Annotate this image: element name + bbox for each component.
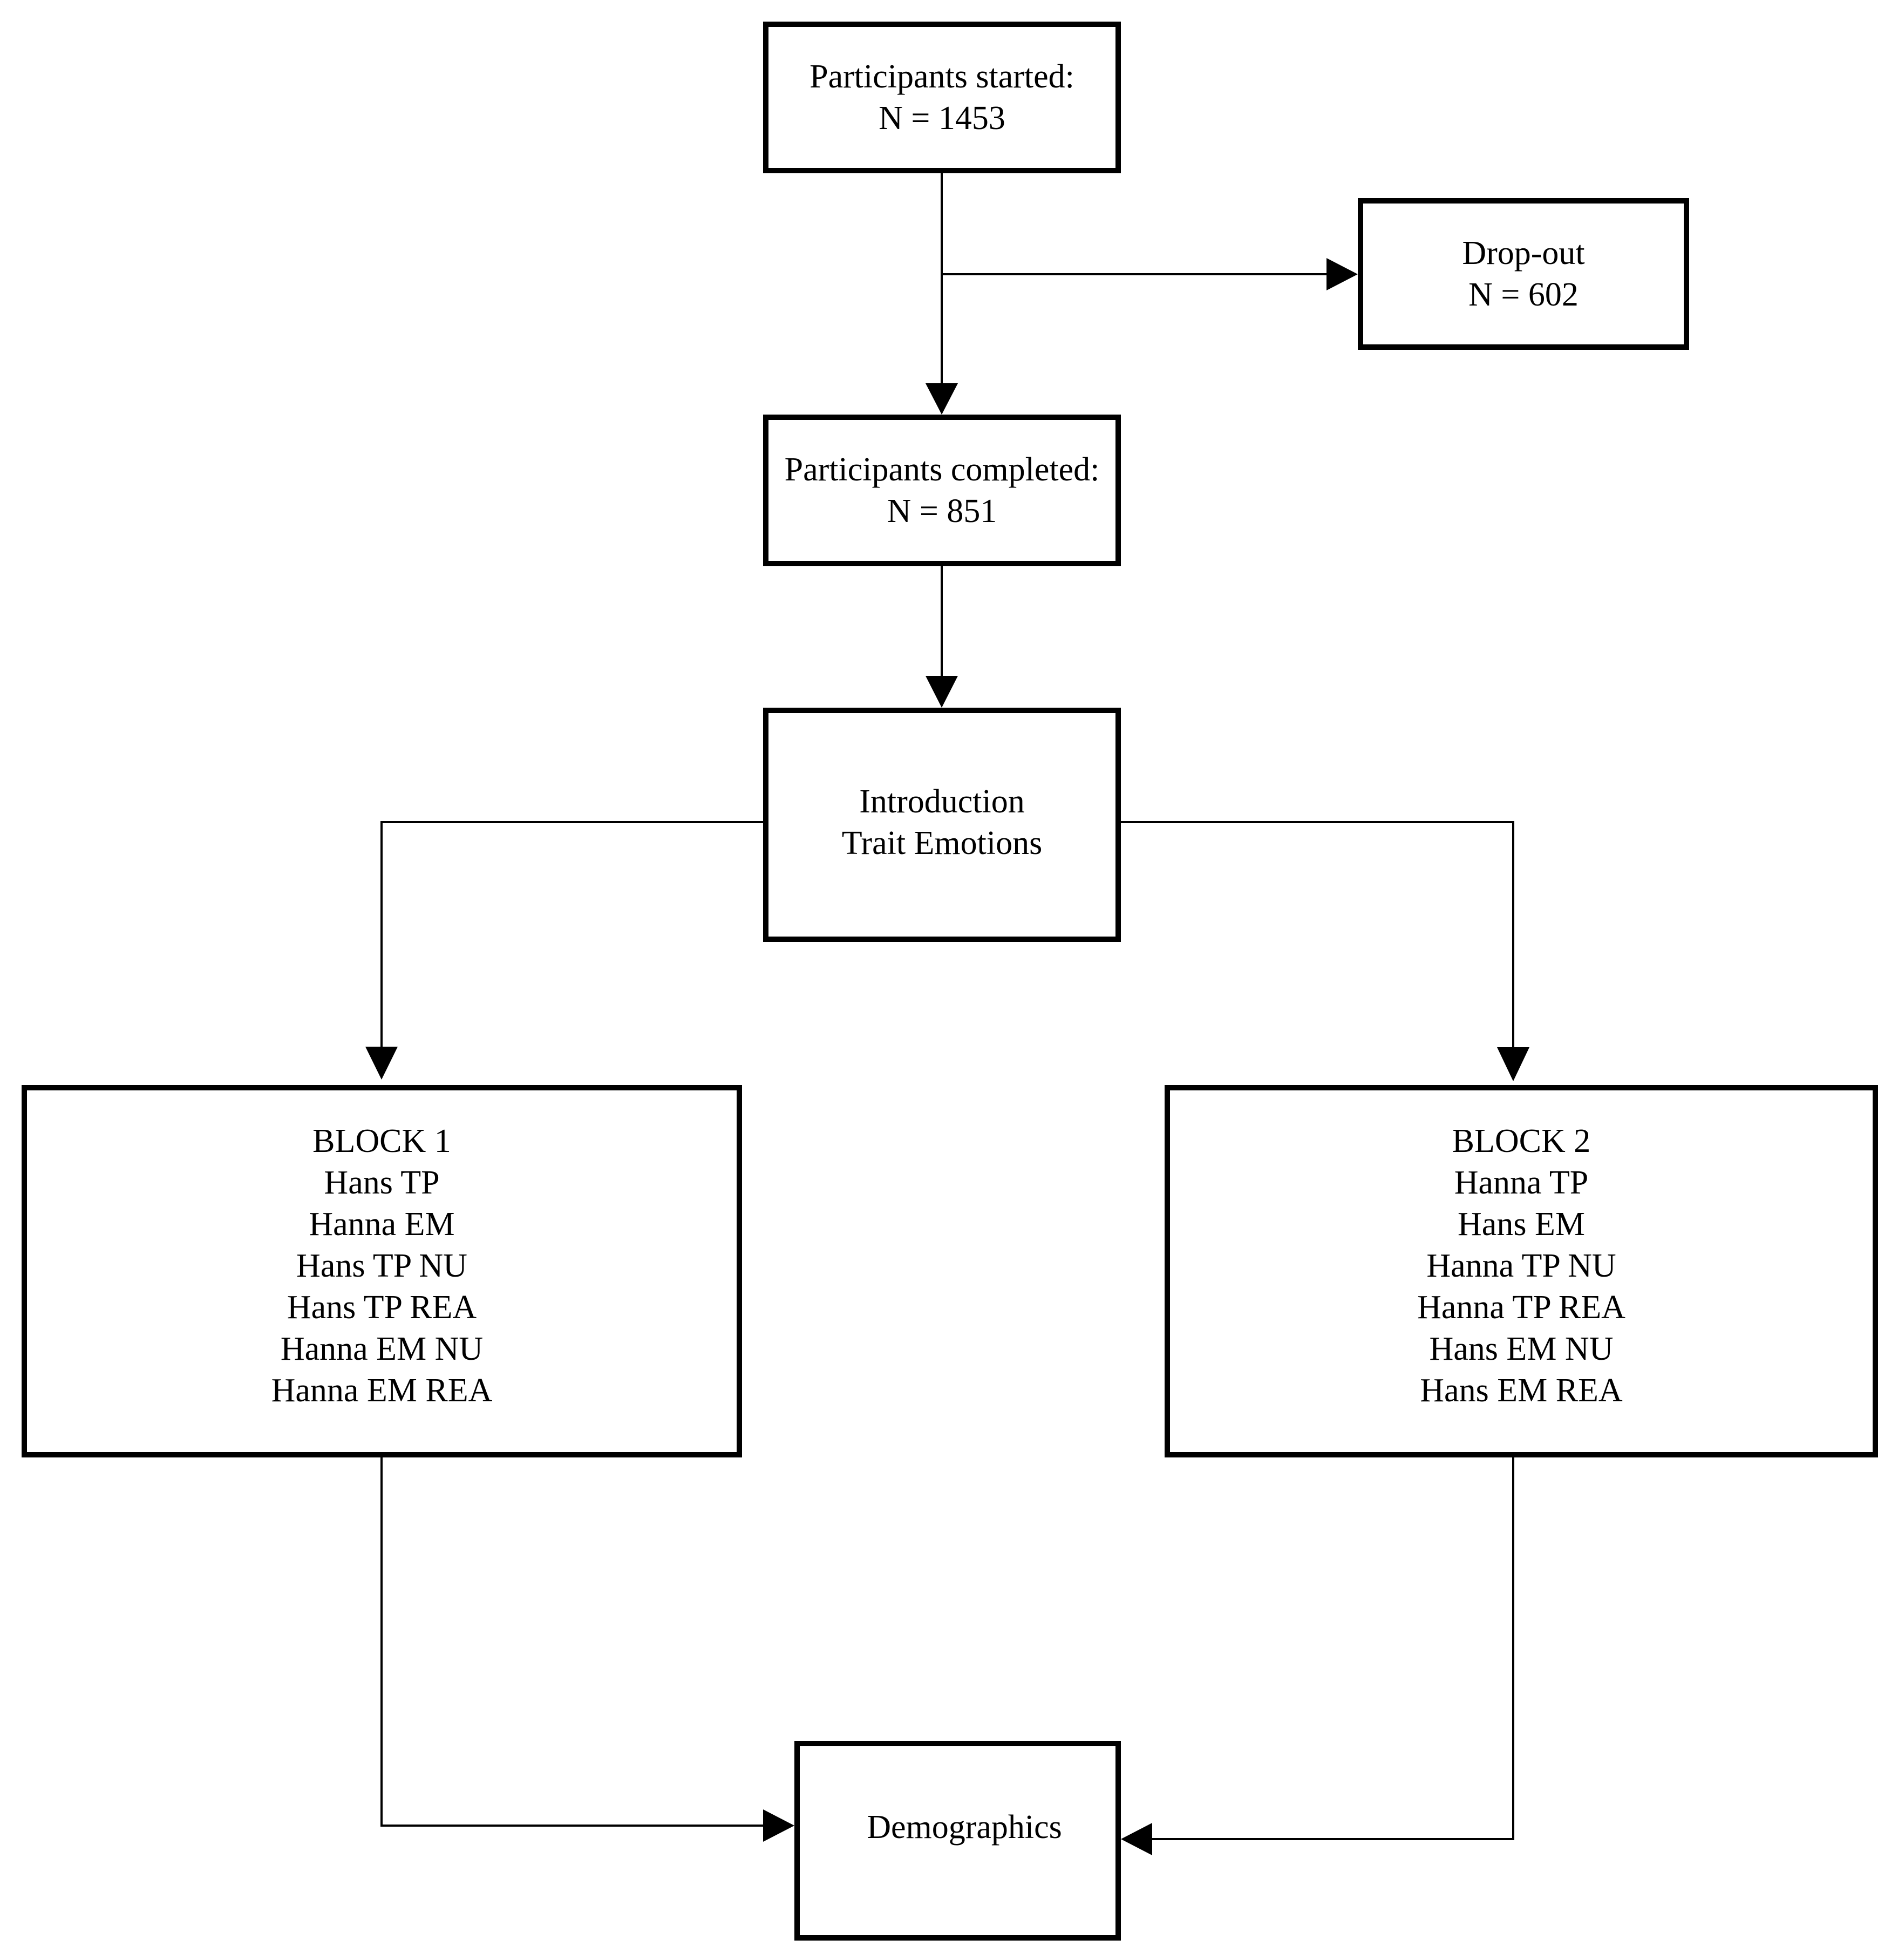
participants-completed-label: Participants completed: [784,451,1100,488]
block-2-item: Hans EM NU [1429,1331,1614,1367]
demographics-box: Demographics [794,1741,1121,1941]
arrowhead-to-block2 [1497,1047,1529,1081]
block-2-box: BLOCK 2 Hanna TP Hans EM Hanna TP NU Han… [1165,1085,1878,1457]
block-1-item: Hans TP [324,1164,440,1201]
participants-completed-box: Participants completed: N = 851 [763,415,1121,566]
demographics-label: Demographics [867,1809,1062,1846]
connector-block1-to-demographics [380,1457,763,1827]
trait-emotions-label: Trait Emotions [841,825,1043,862]
block-2-item: Hans EM [1458,1206,1585,1243]
connector-intro-to-block2 [1121,821,1514,1047]
participants-started-count: N = 1453 [879,99,1005,137]
arrowhead-to-intro [926,676,958,708]
block-1-item: Hans TP REA [287,1289,477,1326]
dropout-box: Drop-out N = 602 [1358,198,1689,350]
arrowhead-block2-to-demographics [1121,1823,1152,1855]
block-1-box: BLOCK 1 Hans TP Hanna EM Hans TP NU Hans… [22,1085,742,1457]
arrowhead-to-dropout [1326,258,1358,290]
participants-started-box: Participants started: N = 1453 [763,22,1121,173]
participants-completed-count: N = 851 [887,492,997,530]
block-1-title: BLOCK 1 [312,1123,451,1159]
introduction-label: Introduction [859,783,1025,820]
connector-intro-to-block1 [380,821,763,1047]
arrowhead-to-completed [926,383,958,415]
block-2-item: Hanna TP NU [1426,1247,1616,1284]
block-2-title: BLOCK 2 [1452,1123,1591,1159]
block-1-item: Hans TP NU [296,1247,467,1284]
block-2-item: Hanna TP [1454,1164,1589,1201]
block-1-item: Hanna EM REA [271,1372,493,1409]
block-2-item: Hans EM REA [1420,1372,1623,1409]
block-2-item: Hanna TP REA [1417,1289,1625,1326]
block-1-item: Hanna EM [309,1206,455,1243]
connector-block2-to-demographics [1152,1457,1514,1840]
block-1-item: Hanna EM NU [280,1331,484,1367]
arrowhead-to-block1 [365,1047,398,1080]
dropout-count: N = 602 [1468,276,1579,313]
arrowhead-block1-to-demographics [763,1809,794,1842]
participants-started-label: Participants started: [809,58,1074,95]
introduction-box: Introduction Trait Emotions [763,708,1121,942]
dropout-label: Drop-out [1462,234,1585,272]
